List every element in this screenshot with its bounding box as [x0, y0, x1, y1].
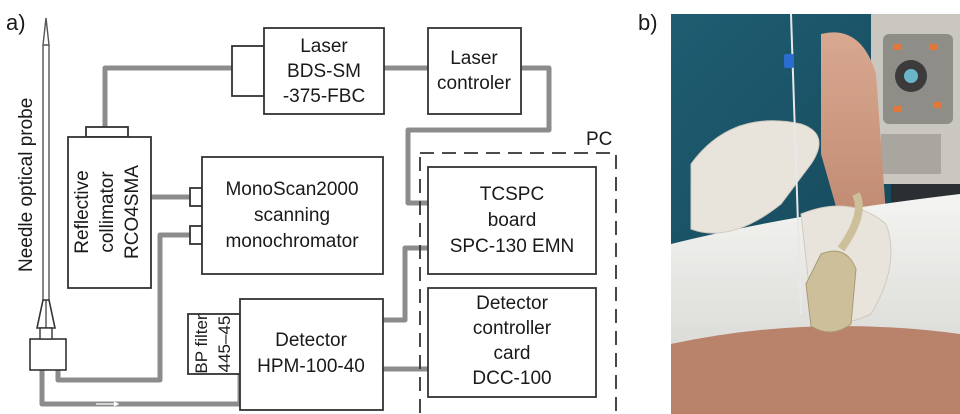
- collimator-label-1: Reflective: [72, 170, 93, 253]
- collimator-box: [67, 136, 152, 289]
- needle-hub-blue: [784, 54, 794, 68]
- monochromator-label-2: scanning: [254, 205, 330, 226]
- probe-to-detector-fiber: [39, 370, 243, 407]
- controller-to-tcspc-cable: [405, 65, 552, 206]
- detector-to-tcspc-cable: [383, 245, 428, 323]
- monochromator-label-3: monochromator: [225, 231, 359, 252]
- collimator-label-2: collimator: [97, 171, 118, 253]
- laser-controller-label-2: controler: [437, 73, 512, 94]
- laser-connector-block: [231, 45, 265, 97]
- probe-connector-neck: [39, 327, 53, 340]
- procedure-photo-illustration: [671, 14, 960, 414]
- procedure-photo: [671, 14, 960, 414]
- dcc-label-1: Detector: [476, 293, 548, 314]
- flow-arrows: [94, 386, 120, 407]
- laser-box: [263, 27, 385, 115]
- filter-label-2: 445–45: [215, 316, 234, 373]
- dcc-label-3: card: [494, 343, 531, 364]
- setup-diagram: a) Needle optical probe: [6, 10, 617, 414]
- mono-port-bottom: [189, 225, 203, 245]
- patient-skin: [671, 326, 960, 414]
- filter-box: [187, 313, 241, 375]
- dcc-label-4: DCC-100: [472, 368, 551, 389]
- tcspc-label-2: board: [488, 210, 537, 231]
- panel-label-a: a): [6, 10, 26, 35]
- laser-label-2: BDS-SM: [287, 61, 361, 82]
- detector-label-1: Detector: [275, 330, 347, 351]
- needle-optical-probe: Needle optical probe: [16, 17, 67, 371]
- transducer-cable: [837, 192, 863, 252]
- panel-label-b: b): [638, 10, 658, 35]
- panel-b-label-layer: b): [638, 10, 658, 35]
- gloved-hand-needle: [690, 120, 820, 234]
- filter-label-1: BP filter: [192, 314, 211, 374]
- pc-enclosure: [419, 152, 617, 414]
- arrow-right: [96, 401, 120, 407]
- detector-box: [239, 298, 384, 411]
- monochromator-box: [201, 156, 384, 275]
- tcspc-box: [427, 166, 597, 275]
- probe-to-monochromator-fiber-top: [55, 232, 195, 383]
- detector-controller-box: [427, 287, 597, 398]
- probe-label: Needle optical probe: [16, 98, 37, 272]
- pc-label: PC: [586, 129, 612, 150]
- laser-controller-box: [427, 27, 522, 115]
- laser-label-1: Laser: [300, 36, 348, 57]
- ultrasound-transducer: [805, 250, 857, 333]
- dcc-label-2: controller: [473, 318, 552, 339]
- tcspc-label-3: SPC-130 EMN: [450, 236, 575, 257]
- detector-label-2: HPM-100-40: [257, 356, 365, 377]
- probe-connector: [29, 338, 67, 371]
- ultrasound-machine: [871, 14, 960, 184]
- monochromator-label-1: MonoScan2000: [225, 179, 358, 200]
- mono-port-top: [189, 187, 203, 207]
- tcspc-label-1: TCSPC: [480, 184, 544, 205]
- collimator-port: [85, 126, 129, 138]
- collimator-label-3: RCO4SMA: [122, 165, 143, 259]
- needle-tip: [42, 17, 50, 46]
- collimator-to-laser-fiber: [102, 65, 232, 127]
- arrow-left: [94, 386, 118, 392]
- laser-label-3: -375-FBC: [283, 86, 365, 107]
- laser-controller-label-1: Laser: [450, 48, 498, 69]
- clinician-arm: [821, 32, 886, 224]
